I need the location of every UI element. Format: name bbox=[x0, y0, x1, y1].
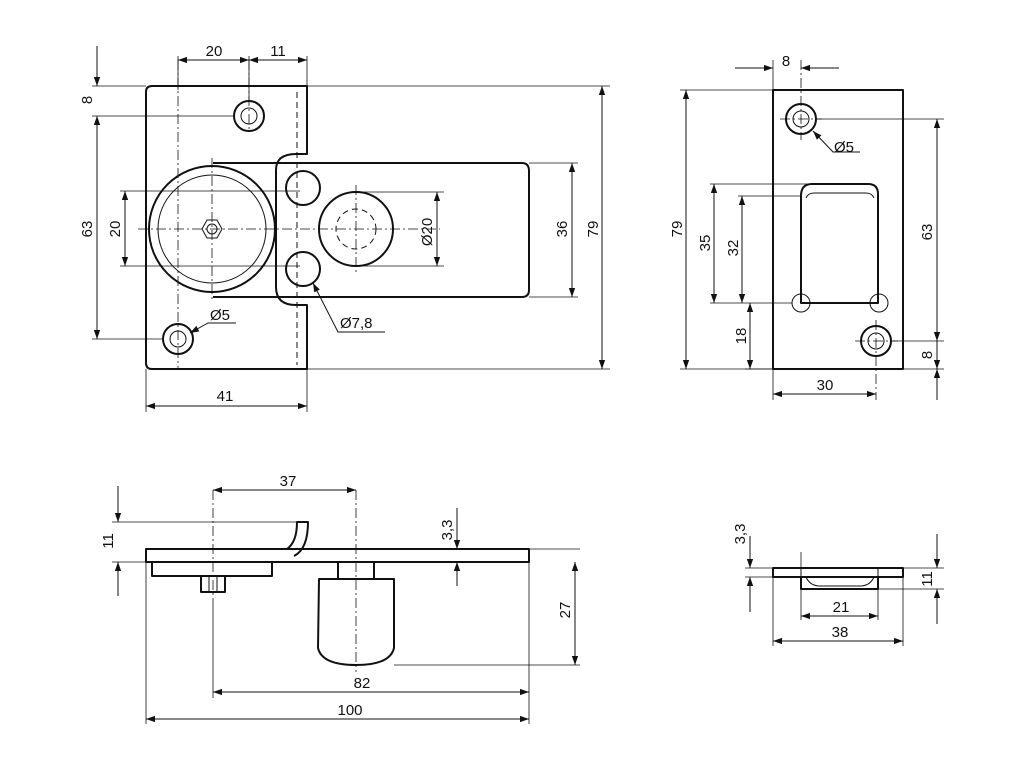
bottom-underplate bbox=[151, 561, 273, 577]
bottom-flange bbox=[286, 521, 309, 557]
side-label-35: 35 bbox=[697, 235, 714, 252]
end-slot-body bbox=[800, 576, 879, 590]
bottom-label-100: 100 bbox=[337, 702, 362, 719]
front-label-d5: Ø5 bbox=[210, 307, 230, 324]
side-view: 8 Ø5 79 35 32 18 63 8 30 bbox=[669, 53, 944, 400]
side-slot-outline bbox=[800, 183, 879, 304]
bottom-plate bbox=[145, 548, 530, 563]
side-slot-inner bbox=[805, 192, 875, 199]
bottom-view: 37 11 3,3 27 82 100 bbox=[100, 473, 580, 724]
end-plate bbox=[772, 567, 904, 578]
side-plate-outline bbox=[772, 89, 904, 370]
front-label-79: 79 bbox=[585, 221, 602, 238]
front-label-20: 20 bbox=[206, 43, 223, 60]
side-label-18: 18 bbox=[733, 328, 750, 345]
front-arm-outline bbox=[213, 162, 530, 298]
bottom-label-33: 3,3 bbox=[439, 520, 456, 541]
side-slot-end-right bbox=[869, 293, 889, 313]
side-label-d5: Ø5 bbox=[834, 139, 854, 156]
bottom-label-27: 27 bbox=[557, 602, 574, 619]
front-label-41: 41 bbox=[217, 388, 234, 405]
side-label-8: 8 bbox=[782, 53, 790, 70]
front-label-11: 11 bbox=[270, 43, 286, 60]
end-label-21: 21 bbox=[833, 599, 850, 616]
side-label-8-b: 8 bbox=[919, 351, 936, 359]
end-view: 3,3 11 21 38 bbox=[732, 524, 944, 646]
front-hole-upper bbox=[285, 170, 321, 206]
front-label-20-v: 20 bbox=[107, 221, 124, 238]
side-label-32: 32 bbox=[725, 240, 742, 257]
front-leader-d78 bbox=[312, 282, 385, 333]
front-label-d78: Ø7,8 bbox=[340, 315, 373, 332]
end-label-38: 38 bbox=[832, 624, 849, 641]
end-label-33: 3,3 bbox=[732, 524, 749, 545]
side-label-63: 63 bbox=[919, 224, 936, 241]
front-view: 20 11 8 63 20 79 36 Ø20 Ø5 Ø7,8 41 bbox=[79, 43, 610, 412]
side-leader-d5 bbox=[812, 130, 860, 153]
bottom-label-37: 37 bbox=[280, 473, 297, 490]
front-label-8: 8 bbox=[79, 96, 96, 104]
bottom-label-82: 82 bbox=[354, 675, 371, 692]
front-hole-lower bbox=[285, 251, 321, 287]
front-leader-d5 bbox=[189, 322, 236, 334]
end-slot-inner bbox=[805, 576, 875, 587]
front-label-d20: Ø20 bbox=[419, 218, 436, 246]
bottom-label-11: 11 bbox=[100, 533, 117, 549]
front-plate-outline bbox=[145, 85, 308, 370]
side-label-79: 79 bbox=[669, 221, 686, 238]
side-label-30: 30 bbox=[817, 377, 834, 394]
end-label-11: 11 bbox=[919, 571, 936, 587]
front-label-36: 36 bbox=[554, 221, 571, 238]
front-label-63: 63 bbox=[79, 221, 96, 238]
